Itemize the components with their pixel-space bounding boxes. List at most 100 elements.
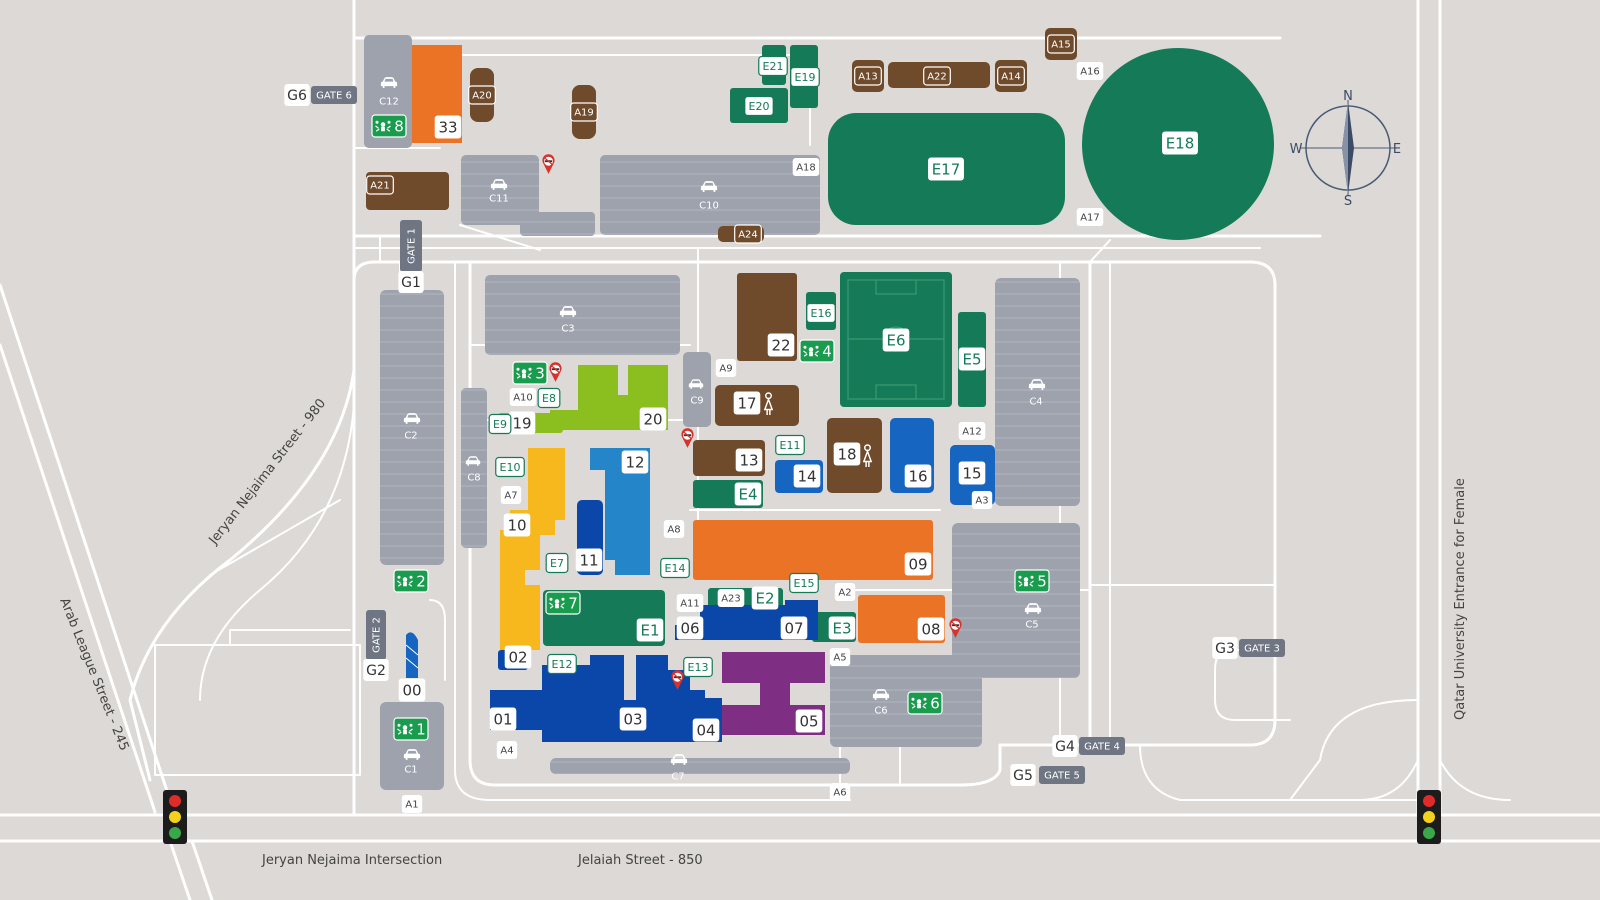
gate-label-g3-name-text: GATE 3 — [1244, 644, 1280, 655]
entrance-label-e16-text: E16 — [811, 307, 832, 320]
parking-lot-c1 — [380, 702, 444, 790]
gate-label-g6-code: G6 — [284, 84, 310, 106]
area-label-a21-text: A21 — [370, 181, 390, 192]
entrance-label-e1: E1 — [636, 618, 664, 642]
parking-lot-c8 — [461, 388, 487, 548]
assembly-point-1-text: 1 — [416, 721, 426, 739]
entrance-label-e8: E8 — [537, 387, 561, 409]
area-label-a24-text: A24 — [738, 230, 758, 241]
entrance-label-e17-text: E17 — [932, 160, 961, 178]
building-label-08: 08 — [917, 617, 945, 641]
area-label-a10-text: A10 — [513, 393, 533, 404]
area-label-a5-text: A5 — [833, 653, 846, 664]
parking-label-c4: C4 — [1029, 397, 1042, 408]
area-label-a19: A19 — [570, 102, 598, 122]
building-label-04-text: 04 — [696, 721, 715, 739]
area-label-a23-text: A23 — [721, 594, 741, 605]
building-label-02: 02 — [504, 645, 532, 669]
compass-n: N — [1343, 89, 1353, 104]
building-label-02-text: 02 — [508, 648, 527, 666]
building-label-13-text: 13 — [739, 451, 758, 469]
gate-label-g1-name: GATE 1 — [403, 224, 419, 268]
building-label-22-text: 22 — [771, 336, 790, 354]
gate-label-g4-code: G4 — [1052, 735, 1078, 757]
entrance-label-e15-text: E15 — [794, 577, 815, 590]
parking-label-c1: C1 — [404, 765, 417, 776]
entrance-label-e7-text: E7 — [550, 557, 564, 570]
area-label-a21: A21 — [366, 175, 394, 195]
area-label-a12-text: A12 — [962, 427, 982, 438]
area-label-a9-text: A9 — [719, 364, 732, 375]
building-label-10: 10 — [503, 513, 531, 537]
parking-label-c9: C9 — [690, 396, 703, 407]
building-label-33: 33 — [434, 115, 462, 139]
area-label-a11: A11 — [676, 594, 704, 612]
entrance-label-e6-text: E6 — [886, 331, 905, 349]
area-label-a10: A10 — [509, 388, 537, 406]
building-label-20: 20 — [639, 407, 667, 431]
entrance-label-e20-text: E20 — [749, 100, 770, 113]
building-label-09: 09 — [904, 552, 932, 576]
gate-label-g1-code: G1 — [398, 271, 424, 293]
parking-label-c1-text: C1 — [404, 765, 417, 776]
area-label-a16-text: A16 — [1080, 67, 1100, 78]
parking-lot-c4 — [995, 278, 1080, 506]
gate-label-g3-code: G3 — [1212, 637, 1238, 659]
gate-label-g6-name: GATE 6 — [311, 86, 357, 104]
parking-label-c7-text: C7 — [671, 772, 684, 783]
parking-label-c10-text: C10 — [699, 201, 719, 212]
area-label-a22: A22 — [923, 66, 951, 86]
entrance-label-e21: E21 — [758, 55, 788, 77]
entrance-label-e10: E10 — [495, 456, 525, 478]
area-label-a9: A9 — [715, 359, 737, 377]
building-label-18-text: 18 — [837, 445, 856, 463]
building-09 — [693, 520, 933, 580]
building-20 — [550, 365, 668, 430]
area-label-a6-text: A6 — [833, 788, 846, 799]
area-label-a15: A15 — [1047, 34, 1075, 54]
area-label-a4-text: A4 — [500, 746, 513, 757]
parking-label-c12-text: C12 — [379, 97, 399, 108]
area-label-a13-text: A13 — [858, 72, 878, 83]
building-label-14: 14 — [793, 464, 821, 488]
building-label-10-text: 10 — [507, 516, 526, 534]
parking-label-c7: C7 — [671, 772, 684, 783]
assembly-point-4-text: 4 — [822, 343, 832, 361]
area-label-a24: A24 — [734, 224, 762, 244]
building-label-09-text: 09 — [908, 555, 927, 573]
area-label-a23: A23 — [717, 589, 745, 607]
road-label-jelaiah: Jelaiah Street - 850 — [577, 853, 703, 868]
building-label-05-text: 05 — [799, 712, 818, 730]
area-label-a1: A1 — [401, 795, 423, 813]
area-label-a12: A12 — [958, 422, 986, 440]
gate-label-g2-code: G2 — [363, 659, 389, 681]
parking-lot-c3 — [485, 275, 680, 355]
parking-lot-c11 — [461, 155, 539, 225]
compass-e: E — [1393, 142, 1401, 157]
assembly-point-1: 1 — [393, 717, 429, 741]
area-label-a5: A5 — [829, 648, 851, 666]
building-label-00-text: 00 — [402, 681, 421, 699]
gate-label-g2-code-text: G2 — [366, 663, 386, 679]
parking-label-c6: C6 — [874, 706, 887, 717]
entrance-label-e16: E16 — [806, 302, 836, 324]
parking-label-c10: C10 — [699, 201, 719, 212]
assembly-point-6-text: 6 — [930, 695, 940, 713]
entrance-label-e3: E3 — [828, 616, 856, 640]
area-label-a17: A17 — [1076, 208, 1104, 226]
building-label-14-text: 14 — [797, 467, 816, 485]
area-label-a13: A13 — [854, 66, 882, 86]
assembly-point-7-text: 7 — [568, 595, 578, 613]
assembly-point-5: 5 — [1014, 569, 1050, 593]
assembly-point-3-text: 3 — [535, 365, 545, 383]
building-01-04 — [490, 655, 722, 742]
assembly-point-5-text: 5 — [1037, 573, 1047, 591]
area-label-a7-text: A7 — [504, 491, 517, 502]
building-label-06-text: 06 — [680, 619, 699, 637]
area-label-a20-text: A20 — [472, 91, 492, 102]
building-label-11: 11 — [575, 548, 603, 572]
entrance-label-e5-text: E5 — [962, 350, 981, 368]
area-label-a22-text: A22 — [927, 72, 947, 83]
